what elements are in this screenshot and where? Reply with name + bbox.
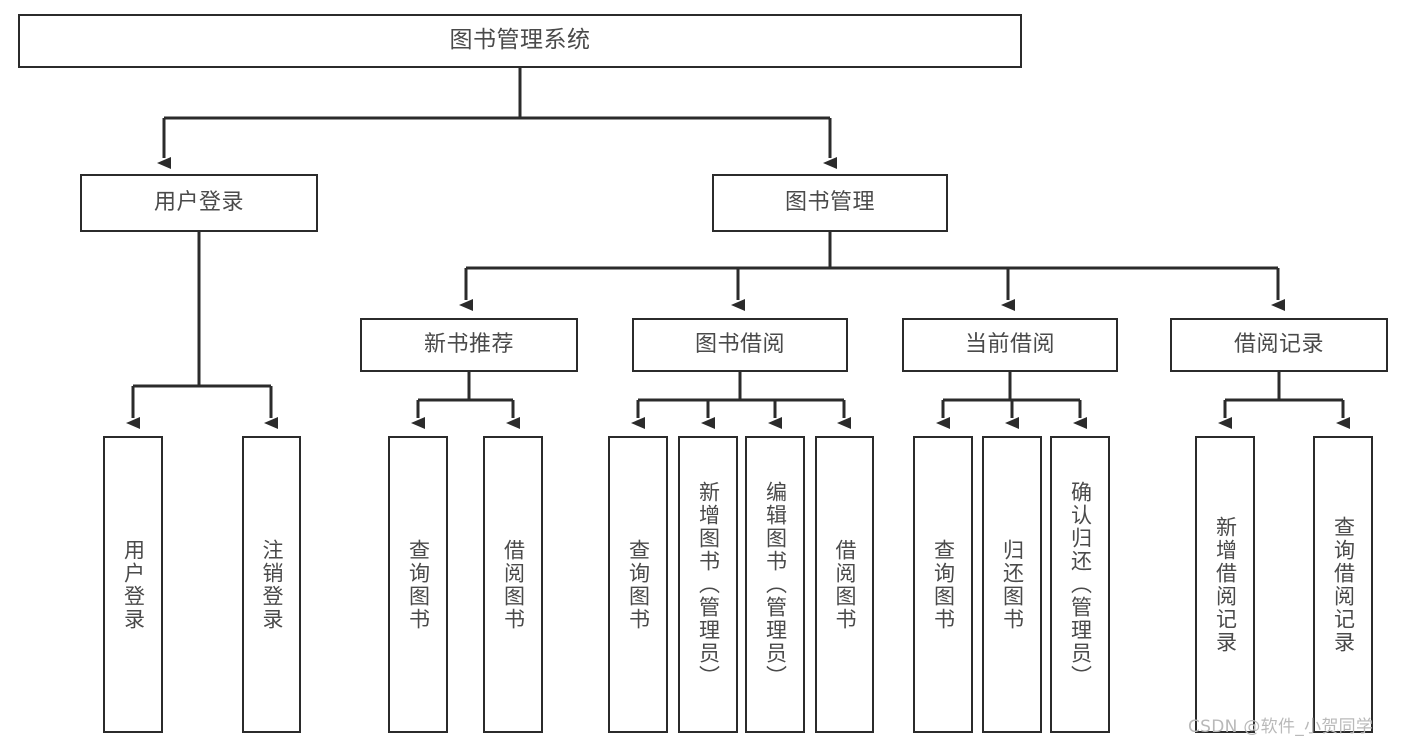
node-leaf-label: 新增图书（管理员） bbox=[696, 481, 721, 688]
node-leaf-return-book[interactable]: 归还图书 bbox=[982, 436, 1042, 733]
node-book-management-label: 图书管理 bbox=[784, 189, 875, 215]
node-root-label: 图书管理系统 bbox=[449, 27, 591, 54]
csdn-watermark: CSDN @软件_小贺同学 bbox=[1188, 717, 1374, 737]
node-leaf-label: 归还图书 bbox=[1000, 538, 1025, 631]
node-leaf-label: 查询借阅记录 bbox=[1331, 515, 1356, 654]
node-leaf-query-book-current[interactable]: 查询图书 bbox=[913, 436, 973, 733]
node-leaf-label: 查询图书 bbox=[931, 538, 956, 631]
node-leaf-edit-book-admin[interactable]: 编辑图书（管理员） bbox=[745, 436, 805, 733]
node-borrow-record-label: 借阅记录 bbox=[1233, 331, 1324, 357]
node-leaf-label: 用户登录 bbox=[121, 538, 146, 631]
node-leaf-user-logout[interactable]: 注销登录 bbox=[242, 436, 301, 733]
node-leaf-label: 注销登录 bbox=[259, 538, 284, 631]
node-leaf-user-login[interactable]: 用户登录 bbox=[103, 436, 163, 733]
node-leaf-label: 借阅图书 bbox=[832, 538, 857, 631]
node-leaf-query-book-new[interactable]: 查询图书 bbox=[388, 436, 448, 733]
node-leaf-add-borrow-record[interactable]: 新增借阅记录 bbox=[1195, 436, 1255, 733]
node-borrow-record[interactable]: 借阅记录 bbox=[1170, 318, 1388, 372]
node-book-borrow-label: 图书借阅 bbox=[694, 331, 785, 357]
node-current-borrow-label: 当前借阅 bbox=[964, 331, 1055, 357]
node-book-borrow[interactable]: 图书借阅 bbox=[632, 318, 848, 372]
node-new-book-recommend[interactable]: 新书推荐 bbox=[360, 318, 578, 372]
node-user-login-label: 用户登录 bbox=[153, 189, 244, 215]
node-leaf-label: 新增借阅记录 bbox=[1213, 515, 1238, 654]
node-leaf-label: 编辑图书（管理员） bbox=[763, 481, 788, 688]
node-leaf-label: 查询图书 bbox=[406, 538, 431, 631]
node-leaf-borrow-book-new[interactable]: 借阅图书 bbox=[483, 436, 543, 733]
node-leaf-query-book-borrow[interactable]: 查询图书 bbox=[608, 436, 668, 733]
node-leaf-label: 借阅图书 bbox=[501, 538, 526, 631]
node-book-management[interactable]: 图书管理 bbox=[712, 174, 948, 232]
node-leaf-confirm-return-admin[interactable]: 确认归还（管理员） bbox=[1050, 436, 1110, 733]
node-leaf-label: 查询图书 bbox=[626, 538, 651, 631]
node-leaf-query-borrow-record[interactable]: 查询借阅记录 bbox=[1313, 436, 1373, 733]
node-leaf-add-book-admin[interactable]: 新增图书（管理员） bbox=[678, 436, 738, 733]
node-new-book-recommend-label: 新书推荐 bbox=[423, 331, 514, 357]
node-leaf-label: 确认归还（管理员） bbox=[1068, 481, 1093, 688]
node-leaf-borrow-book[interactable]: 借阅图书 bbox=[815, 436, 874, 733]
node-current-borrow[interactable]: 当前借阅 bbox=[902, 318, 1118, 372]
node-root-system[interactable]: 图书管理系统 bbox=[18, 14, 1022, 68]
node-user-login[interactable]: 用户登录 bbox=[80, 174, 318, 232]
